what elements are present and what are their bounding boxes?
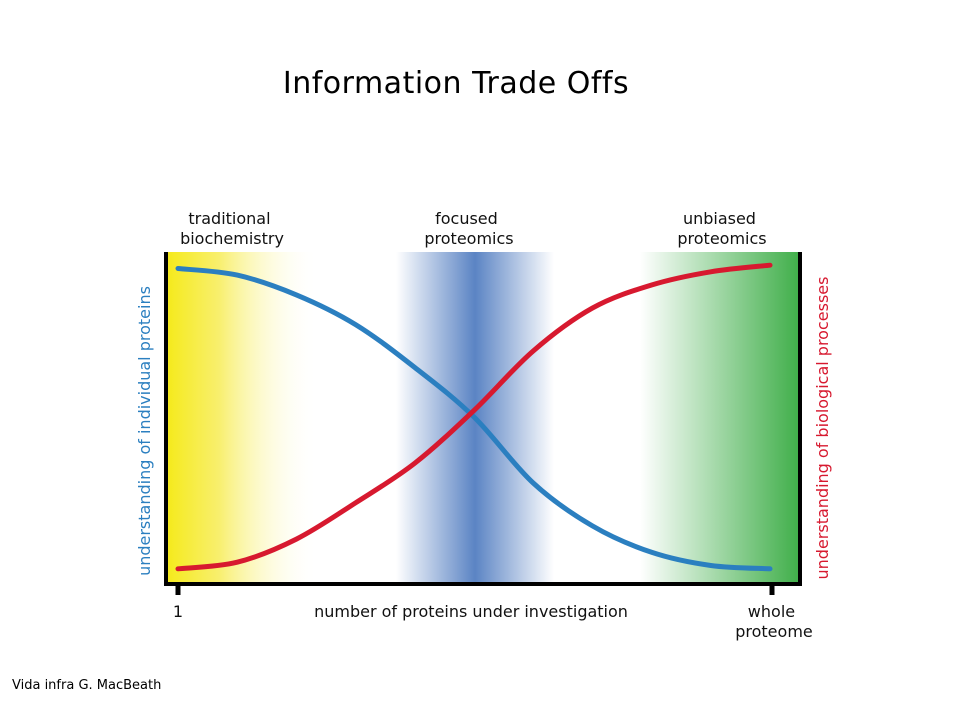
series-line-biological-processes	[175, 262, 773, 572]
region-label-traditional-line1: traditional	[188, 209, 270, 228]
page-title: Information Trade Offs	[282, 66, 630, 101]
region-label-focused: focused proteomics	[424, 209, 513, 248]
region-label-unbiased-line1: unbiased	[683, 209, 756, 228]
x-tick-label-end-line1: whole	[748, 602, 795, 621]
region-label-traditional: traditional biochemistry	[180, 209, 284, 248]
region-band-traditional	[166, 252, 318, 582]
region-label-traditional-line2: biochemistry	[180, 229, 284, 248]
region-label-unbiased: unbiased proteomics	[677, 209, 766, 248]
series-line-individual-proteins	[175, 266, 773, 572]
region-label-focused-line1: focused	[435, 209, 498, 228]
x-tick-label-end: whole proteome	[735, 602, 813, 641]
y-axis-label-left: understanding of individual proteins	[135, 286, 154, 576]
x-tick-label-start: 1	[173, 602, 183, 621]
region-band-unbiased	[640, 252, 800, 582]
credit-text: Vida infra G. MacBeath	[12, 678, 162, 693]
region-label-focused-line2: proteomics	[424, 229, 513, 248]
x-axis-label: number of proteins under investigation	[314, 602, 628, 621]
x-tick-label-end-line2: proteome	[735, 622, 813, 641]
y-axis-label-right: understanding of biological processes	[813, 277, 832, 580]
region-label-unbiased-line2: proteomics	[677, 229, 766, 248]
